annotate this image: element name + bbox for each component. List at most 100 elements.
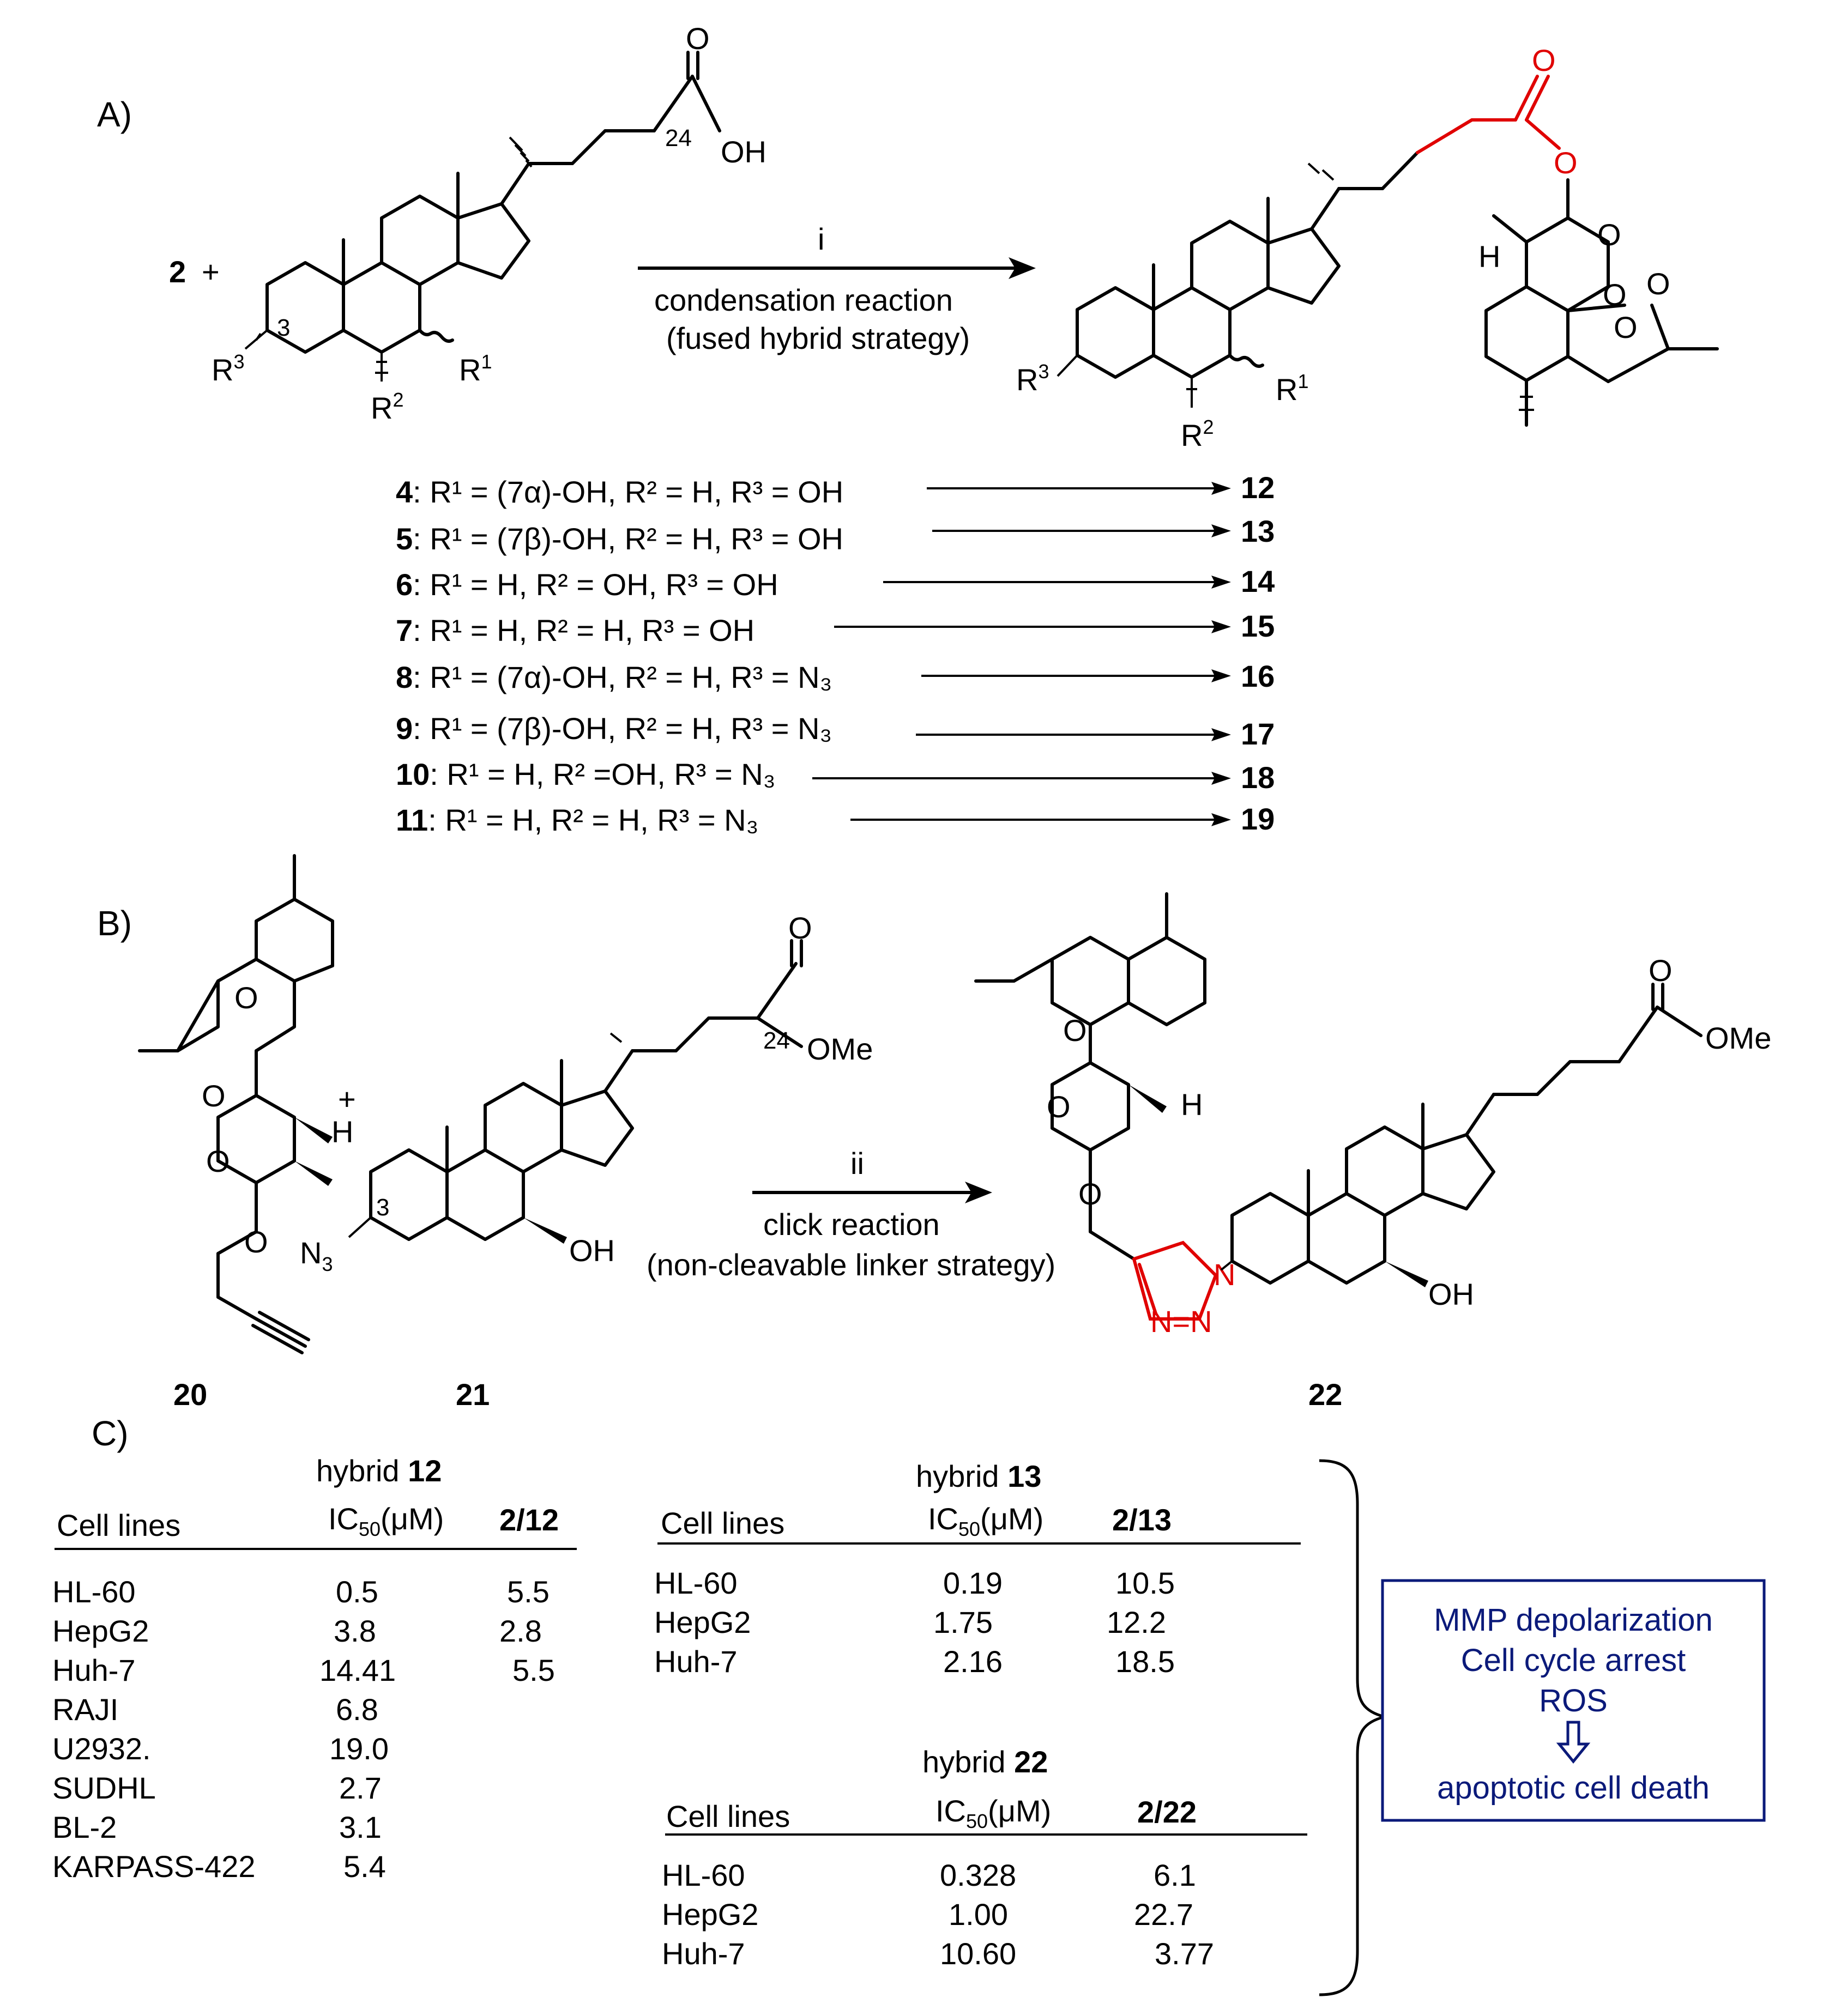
locant-c24: 24 bbox=[665, 125, 692, 152]
artemisinin-o2: O bbox=[1603, 277, 1627, 312]
conditions-a-line1: condensation reaction bbox=[654, 283, 953, 317]
svg-text:5.5: 5.5 bbox=[512, 1653, 555, 1687]
svg-text:19: 19 bbox=[1241, 802, 1275, 836]
svg-text:9: R¹ = (7β)-OH, R² = H, R³ =: 9: R¹ = (7β)-OH, R² = H, R³ = N₃ bbox=[396, 711, 832, 746]
locant-c3: 3 bbox=[277, 314, 290, 341]
svg-text:19.0: 19.0 bbox=[329, 1732, 389, 1766]
substituent-row: 9: R¹ = (7β)-OH, R² = H, R³ = N₃ 17 bbox=[396, 711, 1275, 751]
c22-h: H bbox=[1181, 1087, 1203, 1122]
svg-text:22.7: 22.7 bbox=[1134, 1897, 1193, 1932]
substituent-list: 4: R¹ = (7α)-OH, R² = H, R³ = OH 12 5: R… bbox=[396, 470, 1275, 837]
svg-text:6.8: 6.8 bbox=[336, 1692, 378, 1727]
reagent-i: i bbox=[818, 222, 824, 256]
c22-oh: OH bbox=[1428, 1277, 1474, 1311]
reaction-arrow-b bbox=[752, 1182, 992, 1203]
mechanism-line-mmp: MMP depolarization bbox=[1434, 1602, 1713, 1638]
scheme-a-reactant-structure bbox=[244, 51, 721, 382]
svg-text:KARPASS-422: KARPASS-422 bbox=[52, 1849, 255, 1884]
c22-ester: OMe bbox=[1705, 1021, 1771, 1055]
svg-text:BL-2: BL-2 bbox=[52, 1810, 117, 1844]
svg-text:5: R¹ = (7β)-OH, R² = H, R³ =: 5: R¹ = (7β)-OH, R² = H, R³ = OH bbox=[396, 522, 843, 556]
mechanism-outcome: apoptotic cell death bbox=[1437, 1770, 1710, 1806]
acid-oh: OH bbox=[721, 135, 766, 169]
r1-product-label: R1 bbox=[1276, 370, 1308, 407]
c21-locant-3: 3 bbox=[376, 1194, 389, 1221]
svg-text:10: R¹ = H, R² =OH, R³ = N₃: 10: R¹ = H, R² =OH, R³ = N₃ bbox=[396, 757, 776, 791]
col-header-ic50: IC50(μM) bbox=[328, 1502, 444, 1540]
mechanism-line-cell-cycle: Cell cycle arrest bbox=[1461, 1643, 1686, 1678]
svg-text:15: 15 bbox=[1241, 609, 1275, 643]
acid-carbonyl-o: O bbox=[686, 21, 710, 56]
svg-text:6: R¹ = H, R² = OH, R³ = OH: 6: R¹ = H, R² = OH, R³ = OH bbox=[396, 567, 778, 602]
svg-text:11: R¹ = H, R² = H, R³ = N₃: 11: R¹ = H, R² = H, R³ = N₃ bbox=[396, 803, 758, 837]
conditions-b-line1: click reaction bbox=[763, 1207, 940, 1242]
svg-text:14: 14 bbox=[1241, 564, 1275, 598]
c20-o1: O bbox=[202, 1079, 226, 1113]
compound-21-structure bbox=[348, 939, 803, 1244]
compound-20-structure bbox=[138, 854, 334, 1354]
c20-h: H bbox=[331, 1115, 353, 1149]
compound-20-label: 20 bbox=[173, 1377, 207, 1412]
ester-o: O bbox=[1554, 146, 1578, 180]
compound-21-label: 21 bbox=[456, 1377, 490, 1412]
c20-o4: O bbox=[234, 980, 258, 1015]
svg-text:10.60: 10.60 bbox=[940, 1936, 1016, 1971]
svg-text:5.5: 5.5 bbox=[507, 1575, 550, 1609]
svg-text:2.7: 2.7 bbox=[339, 1771, 382, 1805]
svg-text:2.16: 2.16 bbox=[943, 1644, 1003, 1679]
table-row: Huh-7 2.16 18.5 bbox=[654, 1644, 1175, 1679]
c21-locant-24: 24 bbox=[763, 1027, 790, 1054]
r2-product-label: R2 bbox=[1181, 416, 1214, 452]
hollow-down-arrow-icon bbox=[1556, 1721, 1591, 1764]
svg-text:16: 16 bbox=[1241, 659, 1275, 693]
svg-text:SUDHL: SUDHL bbox=[52, 1771, 156, 1805]
svg-text:2.8: 2.8 bbox=[499, 1614, 542, 1648]
svg-text:3.8: 3.8 bbox=[334, 1614, 376, 1648]
svg-text:1.75: 1.75 bbox=[933, 1605, 993, 1639]
table-row: SUDHL 2.7 bbox=[52, 1771, 382, 1805]
table-hybrid-13: hybrid 13 Cell lines IC50(μM) 2/13 HL-60… bbox=[654, 1459, 1301, 1679]
svg-text:HL-60: HL-60 bbox=[52, 1575, 136, 1609]
substituent-row: 8: R¹ = (7α)-OH, R² = H, R³ = N₃ 16 bbox=[396, 659, 1275, 694]
svg-text:HepG2: HepG2 bbox=[654, 1605, 751, 1639]
substituent-row: 4: R¹ = (7α)-OH, R² = H, R³ = OH 12 bbox=[396, 470, 1275, 509]
svg-text:12.2: 12.2 bbox=[1107, 1605, 1166, 1639]
mechanism-line-ros: ROS bbox=[1539, 1683, 1608, 1718]
c22-o3: O bbox=[1078, 1177, 1102, 1211]
svg-text:4: R¹ = (7α)-OH, R² = H, R³ =: 4: R¹ = (7α)-OH, R² = H, R³ = OH bbox=[396, 475, 843, 509]
svg-text:7: R¹ = H, R² = H, R³ = OH: 7: R¹ = H, R² = H, R³ = OH bbox=[396, 613, 754, 647]
col-header-cell-lines: Cell lines bbox=[661, 1506, 784, 1540]
artemisinin-o1: O bbox=[1597, 217, 1621, 252]
c21-ester: OMe bbox=[807, 1032, 873, 1066]
col-header-ic50: IC50(μM) bbox=[935, 1794, 1051, 1832]
svg-text:Huh-7: Huh-7 bbox=[654, 1644, 738, 1679]
reagent-ii: ii bbox=[850, 1146, 864, 1180]
table-row: HepG2 1.75 12.2 bbox=[654, 1605, 1166, 1639]
hashed-methyl-c20 bbox=[509, 136, 533, 168]
svg-text:U2932.: U2932. bbox=[52, 1732, 151, 1766]
table-hybrid-22: hybrid 22 Cell lines IC50(μM) 2/22 HL-60… bbox=[662, 1745, 1307, 1971]
col-header-ratio: 2/13 bbox=[1112, 1503, 1172, 1537]
svg-text:10.5: 10.5 bbox=[1115, 1566, 1175, 1600]
svg-text:17: 17 bbox=[1241, 717, 1275, 751]
svg-text:8: R¹ = (7α)-OH, R² = H, R³ =: 8: R¹ = (7α)-OH, R² = H, R³ = N₃ bbox=[396, 660, 832, 694]
svg-text:18.5: 18.5 bbox=[1115, 1644, 1175, 1679]
c21-carbonyl-o: O bbox=[788, 911, 812, 945]
c22-o2: O bbox=[1047, 1089, 1071, 1124]
compound-22-label: 22 bbox=[1308, 1377, 1342, 1412]
reactant-2-label: 2 bbox=[169, 255, 186, 289]
triazole-ring-red bbox=[1132, 1240, 1218, 1321]
svg-text:14.41: 14.41 bbox=[319, 1653, 396, 1687]
c21-azide: N3 bbox=[300, 1236, 333, 1275]
svg-text:Huh-7: Huh-7 bbox=[662, 1936, 745, 1971]
triazole-n2n3: N=N bbox=[1150, 1304, 1212, 1339]
substituent-row: 11: R¹ = H, R² = H, R³ = N₃ 19 bbox=[396, 802, 1275, 837]
triazole-n1: N bbox=[1214, 1257, 1235, 1292]
ester-carbonyl-o: O bbox=[1532, 43, 1556, 77]
svg-text:1.00: 1.00 bbox=[949, 1897, 1008, 1932]
